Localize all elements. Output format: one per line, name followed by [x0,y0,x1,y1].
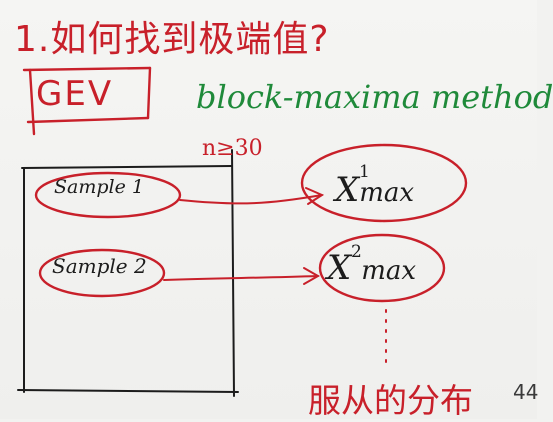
max-1-ellipse [300,143,468,223]
gev-label: GEV [36,74,114,114]
sample-size-condition: n≥30 [202,136,263,161]
sample-2-ellipse [38,248,166,298]
data-block-outline [17,149,239,397]
page-number: 44 [513,380,539,404]
max-2-base: X [327,248,352,288]
max-1-base: X [335,170,360,210]
page-title: 1.如何找到极端值? [14,19,330,60]
max-2-sup: 2 [351,242,362,262]
max-2-sub: max [361,256,417,286]
max-1-sub: max [359,178,415,208]
gev-box [22,66,152,136]
max-1-sup: 1 [359,162,370,182]
distribution-label: 服从的分布 [308,381,473,420]
arrow-1 [179,187,325,205]
arrow-2 [163,267,321,285]
max-2-ellipse [318,233,446,303]
sample-2-label: Sample 2 [52,254,147,278]
ink-drawing [17,66,468,397]
method-label: block-maxima method [196,78,553,116]
sample-1-ellipse [34,171,182,219]
sample-1-label: Sample 1 [54,176,144,198]
